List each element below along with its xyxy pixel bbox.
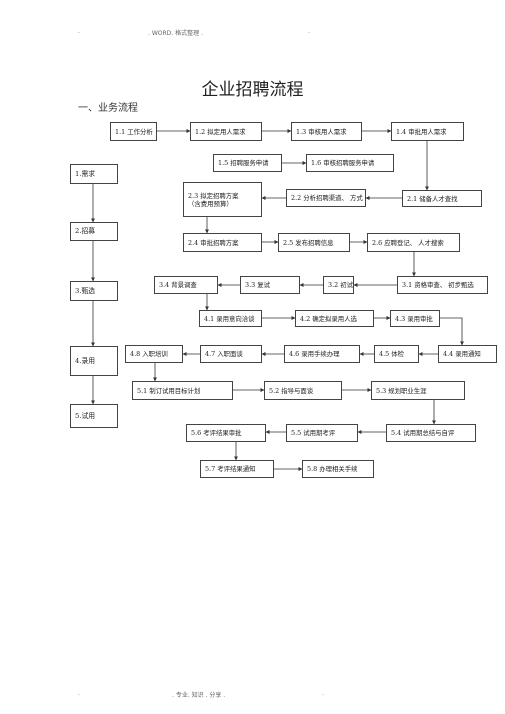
step-2-3: 2.3 拟定招聘方案 （含费用预算） [183, 182, 262, 217]
section-heading: 一、业务流程 [78, 103, 138, 114]
footer-left-mark: . [78, 690, 80, 697]
step-4-4: 4.4 录用通知 [438, 345, 497, 363]
step-3-4: 3.4 背景调查 [154, 276, 218, 294]
stage-box-demand: 1.需求 [70, 164, 118, 184]
step-2-5: 2.5 发布招聘信息 [278, 233, 350, 252]
step-3-3: 3.3 复试 [240, 276, 300, 294]
step-5-2: 5.2 指导与面谈 [264, 381, 342, 400]
stage-box-hire: 4.录用 [70, 346, 118, 376]
page-title: 企业招聘流程 [201, 80, 304, 100]
step-1-4: 1.4 审批用人需求 [391, 122, 464, 141]
step-1-1: 1.1 工作分析 [110, 122, 157, 141]
stage-box-selection: 3.甄选 [70, 281, 118, 301]
step-3-1: 3.1 资格审查、 初步甄选 [397, 276, 488, 294]
step-5-6: 5.6 考评结果审批 [186, 424, 266, 442]
step-5-7: 5.7 考评结果通知 [200, 460, 274, 478]
step-4-6: 4.6 录用手续办理 [284, 345, 360, 363]
step-5-4: 5.4 试用期总结与自评 [386, 424, 476, 442]
step-1-2: 1.2 拟定用人需求 [190, 122, 262, 141]
stage-box-recruit: 2.招募 [70, 222, 118, 241]
step-2-3-line2: （含费用预算） [188, 199, 233, 208]
step-2-1: 2.1 储备人才查找 [402, 190, 482, 207]
step-5-8: 5.8 办理相关手续 [302, 460, 374, 478]
footer-right-mark: . [322, 690, 324, 697]
step-1-5: 1.5 招聘服务申请 [213, 154, 282, 172]
step-2-4: 2.4 审批招聘方案 [183, 233, 262, 252]
step-3-2: 3.2 初试 [323, 276, 354, 294]
step-5-5: 5.5 试用期考评 [286, 424, 358, 442]
header-right-mark: . [308, 28, 310, 35]
step-2-3-line1: 2.3 拟定招聘方案 [188, 191, 239, 200]
step-2-6: 2.6 应聘登记、 人才搜索 [367, 233, 460, 252]
step-5-3: 5.3 规划职业生涯 [371, 381, 465, 400]
step-4-1: 4.1 录用意向洽谈 [199, 310, 262, 327]
step-4-3: 4.3 录用审批 [390, 310, 440, 327]
step-4-5: 4.5 体检 [374, 345, 419, 363]
step-2-2: 2.2 分析招聘渠道、 方式 [286, 189, 366, 207]
footer-center-text: . 专业. 知识 . 分享 . [172, 692, 226, 699]
step-1-6: 1.6 审核招聘服务申请 [306, 154, 394, 172]
stage-box-probation: 5.试用 [70, 404, 118, 428]
step-1-3: 1.3 审核用人需求 [291, 122, 362, 141]
arrow-4-3-to-4-4 [440, 317, 464, 346]
step-4-2: 4.2 确定拟录用人选 [295, 310, 374, 327]
step-4-7: 4.7 入职面谈 [200, 345, 262, 363]
step-4-8: 4.8 入职培训 [125, 345, 183, 363]
header-left-mark: . [78, 28, 80, 35]
step-5-1: 5.1 制订试用目标计划 [132, 381, 233, 400]
header-center-text: . WORD. 格式整理 . [148, 30, 203, 37]
